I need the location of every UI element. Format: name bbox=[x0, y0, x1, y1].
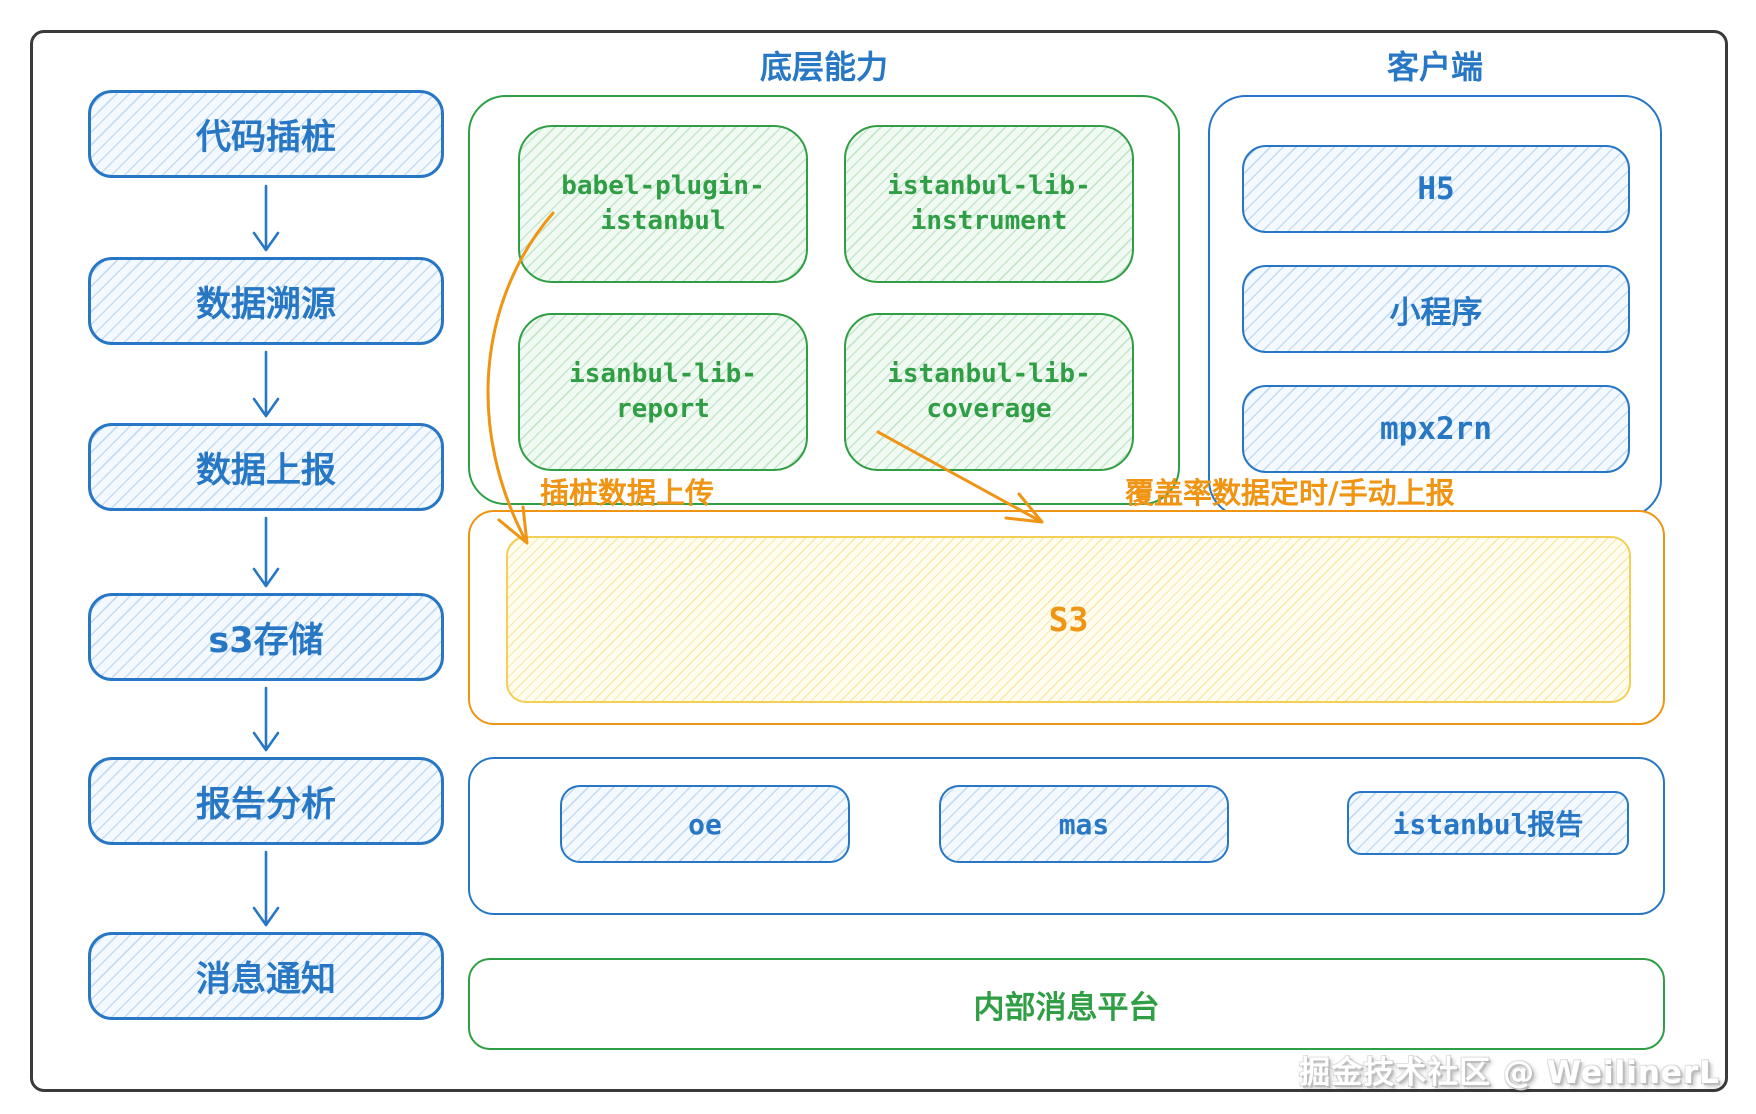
clients-container: H5 小程序 mpx2rn bbox=[1208, 95, 1662, 518]
capabilities-title: 底层能力 bbox=[759, 48, 888, 86]
s3-box: S3 bbox=[506, 536, 1631, 703]
capability-istanbul-lib-report: isanbul-lib-report bbox=[518, 313, 808, 471]
upload-annotation: 插桩数据上传 bbox=[540, 476, 715, 510]
analysis-container: oe mas istanbul报告 bbox=[468, 757, 1665, 915]
flow-step-s3-storage: s3存储 bbox=[88, 593, 444, 681]
flow-step-data-report: 数据上报 bbox=[88, 423, 444, 511]
coverage-report-annotation: 覆盖率数据定时/手动上报 bbox=[1125, 476, 1455, 510]
diagram-border bbox=[30, 30, 1728, 1092]
capability-babel-plugin-istanbul: babel-plugin-istanbul bbox=[518, 125, 808, 283]
capability-istanbul-lib-instrument: istanbul-lib-instrument bbox=[844, 125, 1134, 283]
client-mpx2rn: mpx2rn bbox=[1242, 385, 1630, 473]
capabilities-container: babel-plugin-istanbul istanbul-lib-instr… bbox=[468, 95, 1180, 505]
flow-step-data-trace: 数据溯源 bbox=[88, 257, 444, 345]
clients-title: 客户端 bbox=[1386, 48, 1483, 86]
message-platform: 内部消息平台 bbox=[468, 958, 1665, 1050]
capability-istanbul-lib-coverage: istanbul-lib-coverage bbox=[844, 313, 1134, 471]
analysis-oe: oe bbox=[560, 785, 850, 863]
flow-step-message-notify: 消息通知 bbox=[88, 932, 444, 1020]
analysis-mas: mas bbox=[939, 785, 1229, 863]
analysis-istanbul-report: istanbul报告 bbox=[1347, 791, 1629, 855]
flow-step-code-instrument: 代码插桩 bbox=[88, 90, 444, 178]
watermark: 掘金技术社区 @ WeilinerL bbox=[1299, 1055, 1720, 1091]
client-h5: H5 bbox=[1242, 145, 1630, 233]
client-miniprogram: 小程序 bbox=[1242, 265, 1630, 353]
storage-container: S3 bbox=[468, 510, 1665, 725]
flow-step-report-analysis: 报告分析 bbox=[88, 757, 444, 845]
